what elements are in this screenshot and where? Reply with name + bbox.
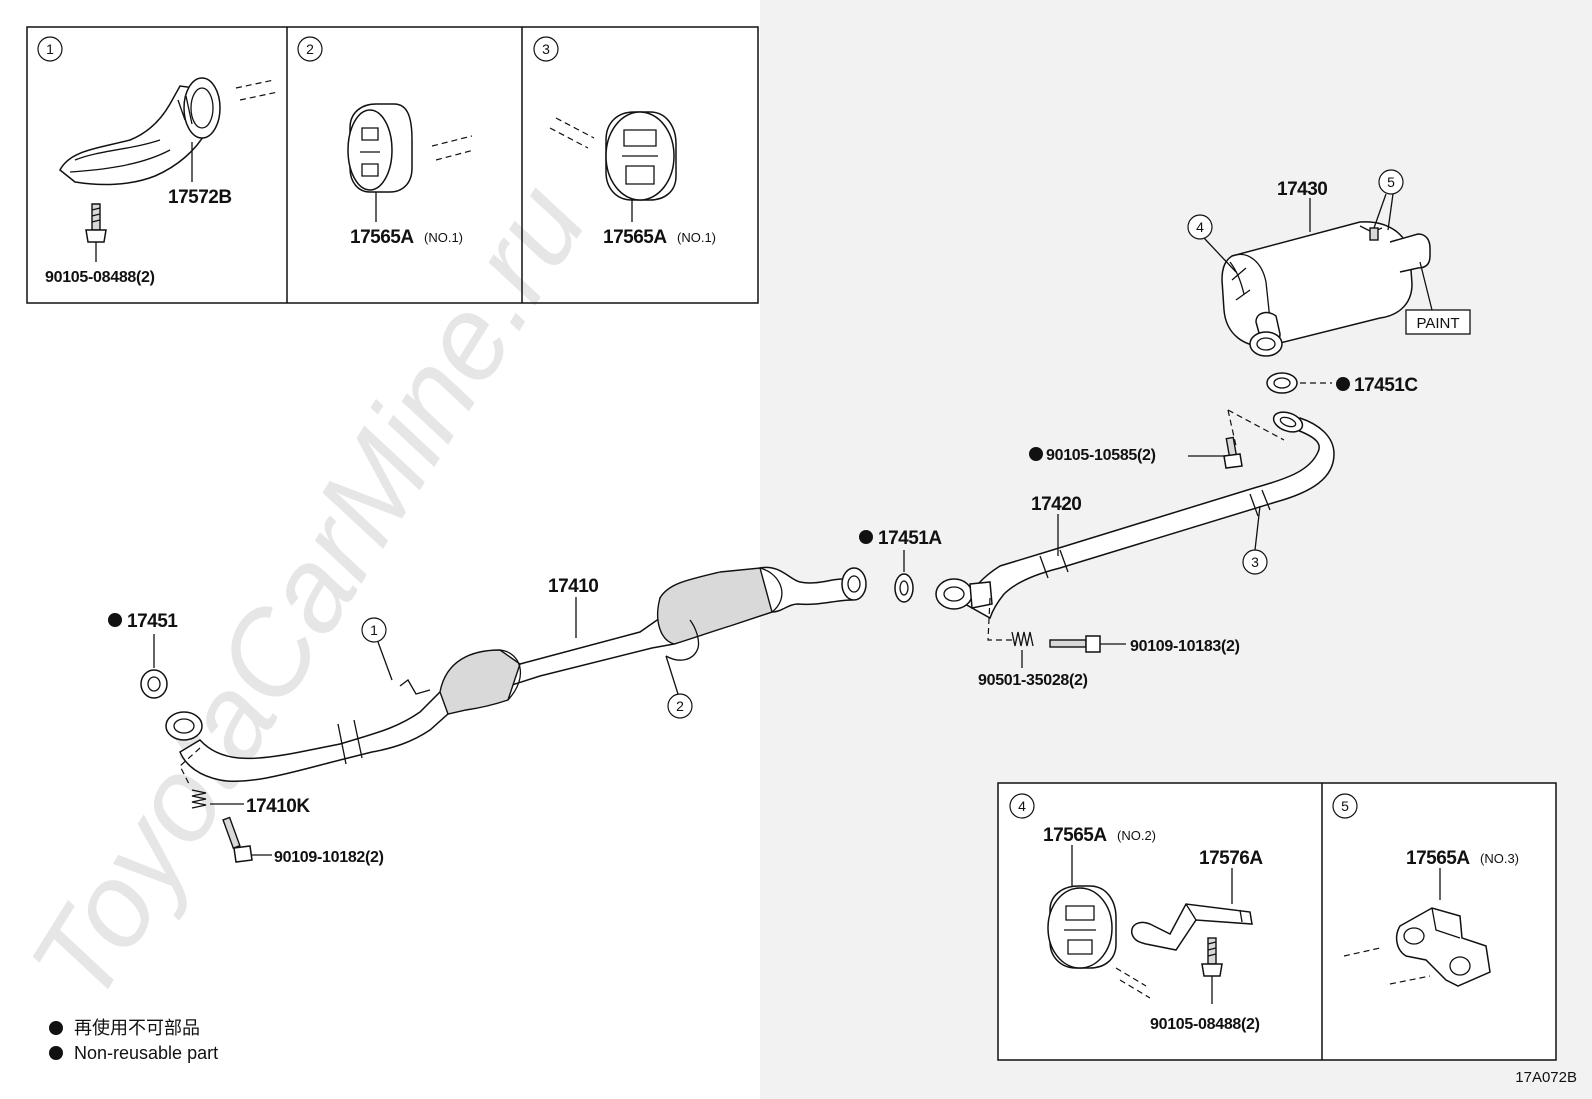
inset-4-bolt-number: 90105-08488(2) bbox=[1150, 1016, 1260, 1033]
gasket-a-part-number: 17451A bbox=[878, 528, 942, 549]
callout-4: 4 bbox=[1196, 219, 1204, 235]
inset-2-number: 2 bbox=[306, 41, 314, 57]
callout-2-circle bbox=[667, 693, 693, 719]
rubber-hanger-icon bbox=[1047, 885, 1117, 969]
non-reusable-marker bbox=[1029, 447, 1043, 461]
inset-4-number: 4 bbox=[1018, 798, 1026, 814]
inset-box-top bbox=[26, 26, 759, 304]
callout-2: 2 bbox=[676, 698, 684, 714]
inset-1-number: 1 bbox=[46, 41, 54, 57]
inset-5: 5 17565A (NO.3) bbox=[1332, 793, 1519, 987]
watermark: ToyotaCarMine.ru bbox=[5, 162, 612, 1024]
left-spring-part-number: 17410K bbox=[246, 796, 310, 817]
gasket-icon bbox=[140, 669, 168, 699]
legend-jp: 再使用不可部品 bbox=[74, 1018, 200, 1038]
bolt-icon bbox=[222, 816, 253, 863]
inset-1-bolt-number: 90105-08488(2) bbox=[45, 269, 155, 286]
callout-1: 1 bbox=[370, 622, 378, 638]
pipe-stub-icon bbox=[235, 79, 279, 101]
bolt-icon bbox=[1201, 937, 1223, 977]
callout-3: 3 bbox=[1251, 554, 1259, 570]
right-spring-part-number: 90501-35028(2) bbox=[978, 672, 1088, 689]
inset-2: 2 17565A (NO.1) bbox=[297, 36, 475, 248]
inset-3-part-number: 17565A bbox=[603, 227, 667, 248]
muffler-assembly bbox=[1221, 221, 1431, 357]
gasket-part-number: 17451 bbox=[127, 611, 178, 632]
center-bolt-part-number: 90105-10585(2) bbox=[1046, 447, 1156, 464]
inset-4-bracket-number: 17576A bbox=[1199, 848, 1263, 869]
gasket-c-part-number: 17451C bbox=[1354, 375, 1418, 396]
front-pipe-with-catalytic-converter bbox=[165, 566, 867, 783]
inset-4: 4 17565A (NO.2) 17576A 90105-08488 bbox=[1009, 793, 1264, 1033]
inset-3: 3 17565A (NO.1) bbox=[533, 36, 716, 248]
bolt-icon bbox=[1049, 635, 1101, 653]
center-pipe bbox=[935, 411, 1335, 620]
callout-1-circle bbox=[361, 617, 387, 643]
rubber-hanger-icon bbox=[605, 111, 677, 201]
inset-3-number: 3 bbox=[542, 41, 550, 57]
bolt-icon bbox=[85, 203, 107, 243]
callout-5-circle bbox=[1378, 169, 1404, 195]
legend: 再使用不可部品 Non-reusable part bbox=[49, 1018, 218, 1063]
inset-4-part-number: 17565A bbox=[1043, 825, 1107, 846]
bracket-icon bbox=[1131, 903, 1253, 951]
inset-1: 1 17572B 90105-08488(2) bbox=[37, 36, 279, 286]
inset-3-note: (NO.1) bbox=[677, 230, 716, 245]
paint-tag bbox=[1405, 309, 1471, 335]
inset-5-note: (NO.3) bbox=[1480, 851, 1519, 866]
front-pipe-part-number: 17410 bbox=[548, 576, 598, 597]
center-pipe-part-number: 17420 bbox=[1031, 494, 1081, 515]
gasket-icon bbox=[894, 573, 914, 603]
rubber-mount-icon bbox=[1395, 907, 1491, 987]
callout-5: 5 bbox=[1387, 174, 1395, 190]
inset-4-note: (NO.2) bbox=[1117, 828, 1156, 843]
hanger-bracket-icon bbox=[59, 77, 221, 186]
spring-icon bbox=[1011, 631, 1034, 647]
legend-marker bbox=[49, 1046, 63, 1060]
non-reusable-marker bbox=[859, 530, 873, 544]
inset-1-number-circle bbox=[37, 36, 63, 62]
paint-label: PAINT bbox=[1416, 315, 1459, 332]
muffler-part-number: 17430 bbox=[1277, 179, 1327, 200]
inset-5-number: 5 bbox=[1341, 798, 1349, 814]
rubber-hanger-icon bbox=[347, 103, 413, 193]
left-bolt-part-number: 90109-10182(2) bbox=[274, 849, 384, 866]
inset-1-part-number: 17572B bbox=[168, 187, 232, 208]
legend-en: Non-reusable part bbox=[74, 1043, 218, 1063]
right-bolt-part-number: 90109-10183(2) bbox=[1130, 638, 1240, 655]
non-reusable-marker bbox=[108, 613, 122, 627]
inset-5-part-number: 17565A bbox=[1406, 848, 1470, 869]
inset-2-note: (NO.1) bbox=[424, 230, 463, 245]
diagram-reference-code: 17A072B bbox=[1515, 1069, 1577, 1086]
legend-marker bbox=[49, 1021, 63, 1035]
bolt-icon bbox=[1223, 436, 1243, 469]
non-reusable-marker bbox=[1336, 377, 1350, 391]
inset-2-part-number: 17565A bbox=[350, 227, 414, 248]
spring-icon bbox=[191, 789, 207, 809]
gasket-icon bbox=[1266, 372, 1298, 394]
callout-4-circle bbox=[1187, 214, 1213, 240]
